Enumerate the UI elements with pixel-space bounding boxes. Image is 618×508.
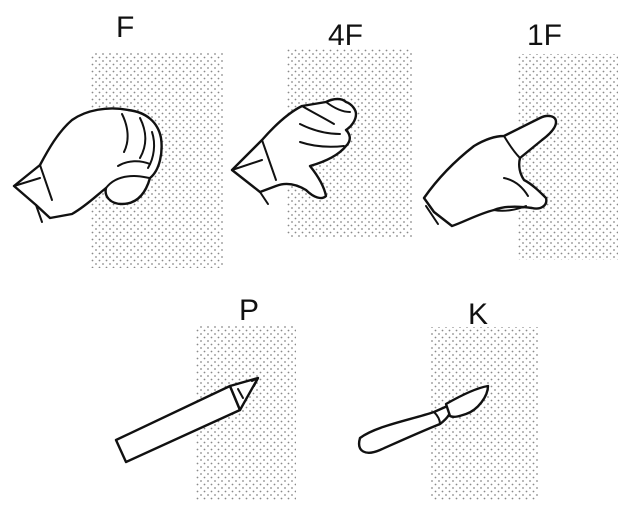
label-4f: 4F	[328, 19, 363, 52]
panel-pencil: P	[116, 294, 296, 501]
panel-four-finger: 4F	[232, 19, 412, 238]
label-1f: 1F	[527, 19, 562, 52]
label-k: K	[468, 298, 488, 331]
label-p: P	[239, 294, 259, 327]
panel-one-finger: 1F	[424, 19, 618, 260]
panel-knife: K	[359, 298, 538, 501]
panel-fist: F	[14, 11, 223, 268]
label-f: F	[116, 11, 134, 44]
stipple-surface-1f	[517, 54, 618, 260]
